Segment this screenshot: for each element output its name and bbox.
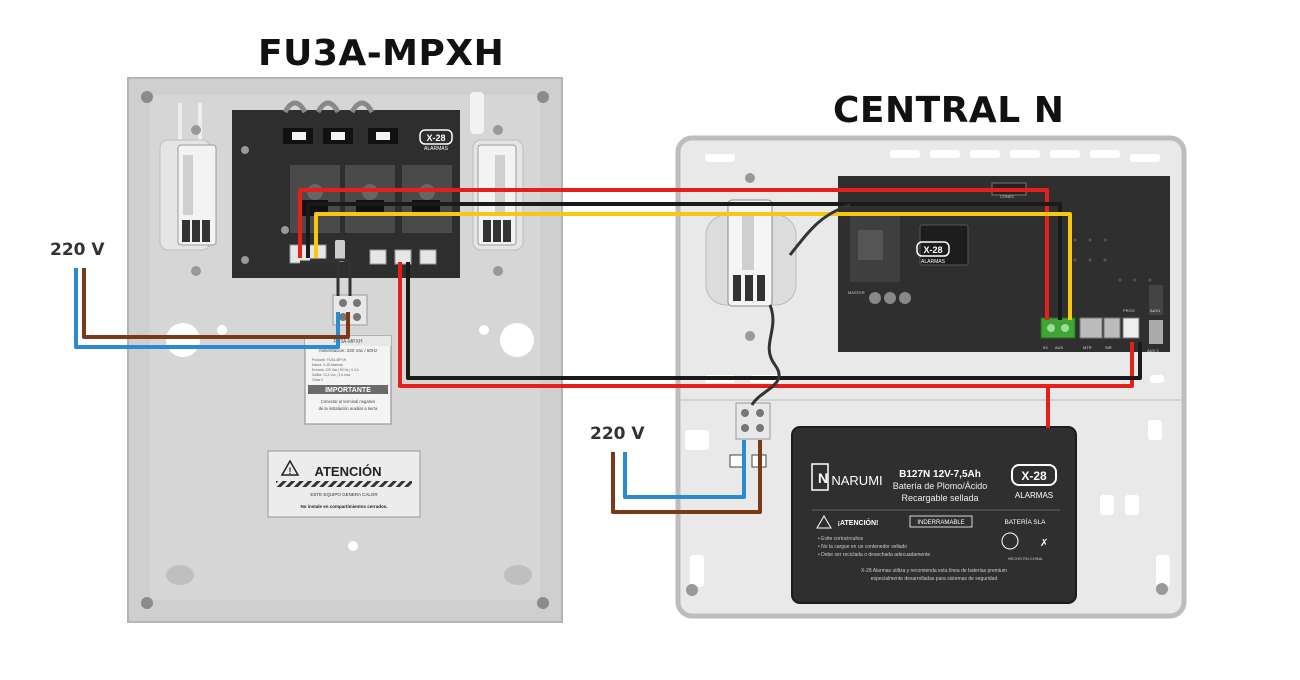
psu-spec-line: Salida: 13,4 Vcc | 3 A máx. [312,373,351,377]
terminal-label: AUX1 [1150,308,1161,313]
psu-enclosure: X-28 ALARMAS FU3A-MPXH Alimentación: 220… [127,77,563,623]
red-aux-wire [398,262,1134,388]
battery-footer2: especialmente desarrolladas para sistema… [871,576,998,582]
screw-icon [141,91,549,609]
central-logo: X-28 [923,245,942,255]
battery-attention: ¡ATENCIÓN! [838,518,879,527]
left-mains-brown-wire [82,268,350,339]
svg-text:N: N [818,470,828,486]
vent-slots [685,150,1170,587]
terminal-label: SIR [1105,345,1112,350]
psu-label-model: FU3A-MPXH [334,339,363,345]
psu-spec-line: Clase II [312,378,323,382]
left-device-title: FU3A-MPXH [258,33,505,74]
battery-model: B127N 12V-7,5Ah [899,469,981,480]
battery-bullet: • Evite cortocircuitos [818,536,864,542]
warning-title: ATENCIÓN [315,464,382,479]
battery-footer1: X-28 Alarmas utiliza y recomienda esta l… [861,568,1007,574]
terminal-label: AUX 2 [1147,348,1159,353]
psu-important-text: de la instalación auxiliar a tierra [319,406,378,411]
knockout-hole [500,323,534,357]
black-aux-wire [406,262,1142,380]
battery-inderramable: INDERRAMABLE [917,520,964,526]
battery-bullet: • Debe ser reciclada o desechada adecuad… [818,552,930,558]
warning-label: ! ATENCIÓN ESTE EQUIPO GENERA CALOR No i… [267,450,421,518]
psu-important-title: IMPORTANTE [325,387,371,394]
right-mount [472,125,524,276]
central-small-label: PROG [1123,308,1135,313]
battery-sla: BATERÍA SLA [1004,517,1046,526]
central-transformer [705,173,797,341]
central-logo-sub: ALARMAS [921,259,946,265]
warning-line2: No instale en compartimientos cerrados. [300,504,387,509]
battery-bullet: • No la cargue en un contenedor sellado [818,544,907,550]
central-small-label: MASTER [848,290,865,295]
terminal-label: AUX [1055,345,1064,350]
terminal-label: MTR [1083,345,1092,350]
recycle-icon [1001,532,1019,550]
central-small-label: CONEC [1000,194,1015,199]
psu-label-sticker: FU3A-MPXH Alimentación: 220 Vac / 50Hz P… [304,335,392,425]
black-negative-wire [306,202,1062,320]
psu-spec-line: Marca: X-28 Alarmas [312,363,343,367]
right-device-title: CENTRAL N [833,90,1065,131]
left-mount [159,125,217,276]
left-voltage-label: 220 V [50,240,105,260]
psu-logo: X-28 [426,133,445,143]
psu-logo-sub: ALARMAS [424,146,449,152]
knockout-hole [166,323,200,357]
battery-brand: NARUMI [831,473,882,488]
right-mains-blue-wire [623,440,746,499]
battery-desc2: Recargable sellada [901,493,978,503]
psu-important-text: Conectar el terminal negativo [321,399,376,404]
battery: N NARUMI B127N 12V-7,5Ah Batería de Plom… [791,426,1077,604]
battery-logo-sub: ALARMAS [1015,491,1053,500]
battery-made-in: HECHO EN CHINA [1008,556,1043,561]
psu-spec-line: Producto: FU3A-MPXH [312,358,347,362]
wiring [74,188,1142,514]
warning-line1: ESTE EQUIPO GENERA CALOR [310,492,378,497]
yellow-signal-wire [314,212,1072,320]
terminal-label: 0V [1043,345,1048,350]
battery-logo: X-28 [1021,469,1047,483]
right-mains-brown-wire [611,440,762,514]
red-positive-wire [298,188,1049,320]
psu-label-supply: Alimentación: 220 Vac / 50Hz [319,348,378,353]
battery-desc1: Batería de Plomo/Ácido [893,481,988,491]
right-voltage-label: 220 V [590,424,645,444]
svg-text:!: ! [289,466,292,476]
bin-crossed-icon: ✗ [1040,538,1048,549]
left-mains-blue-wire [74,268,340,349]
psu-spec-line: Entrada: 220 Vac | 50 Hz | 0,3 A [312,368,360,372]
